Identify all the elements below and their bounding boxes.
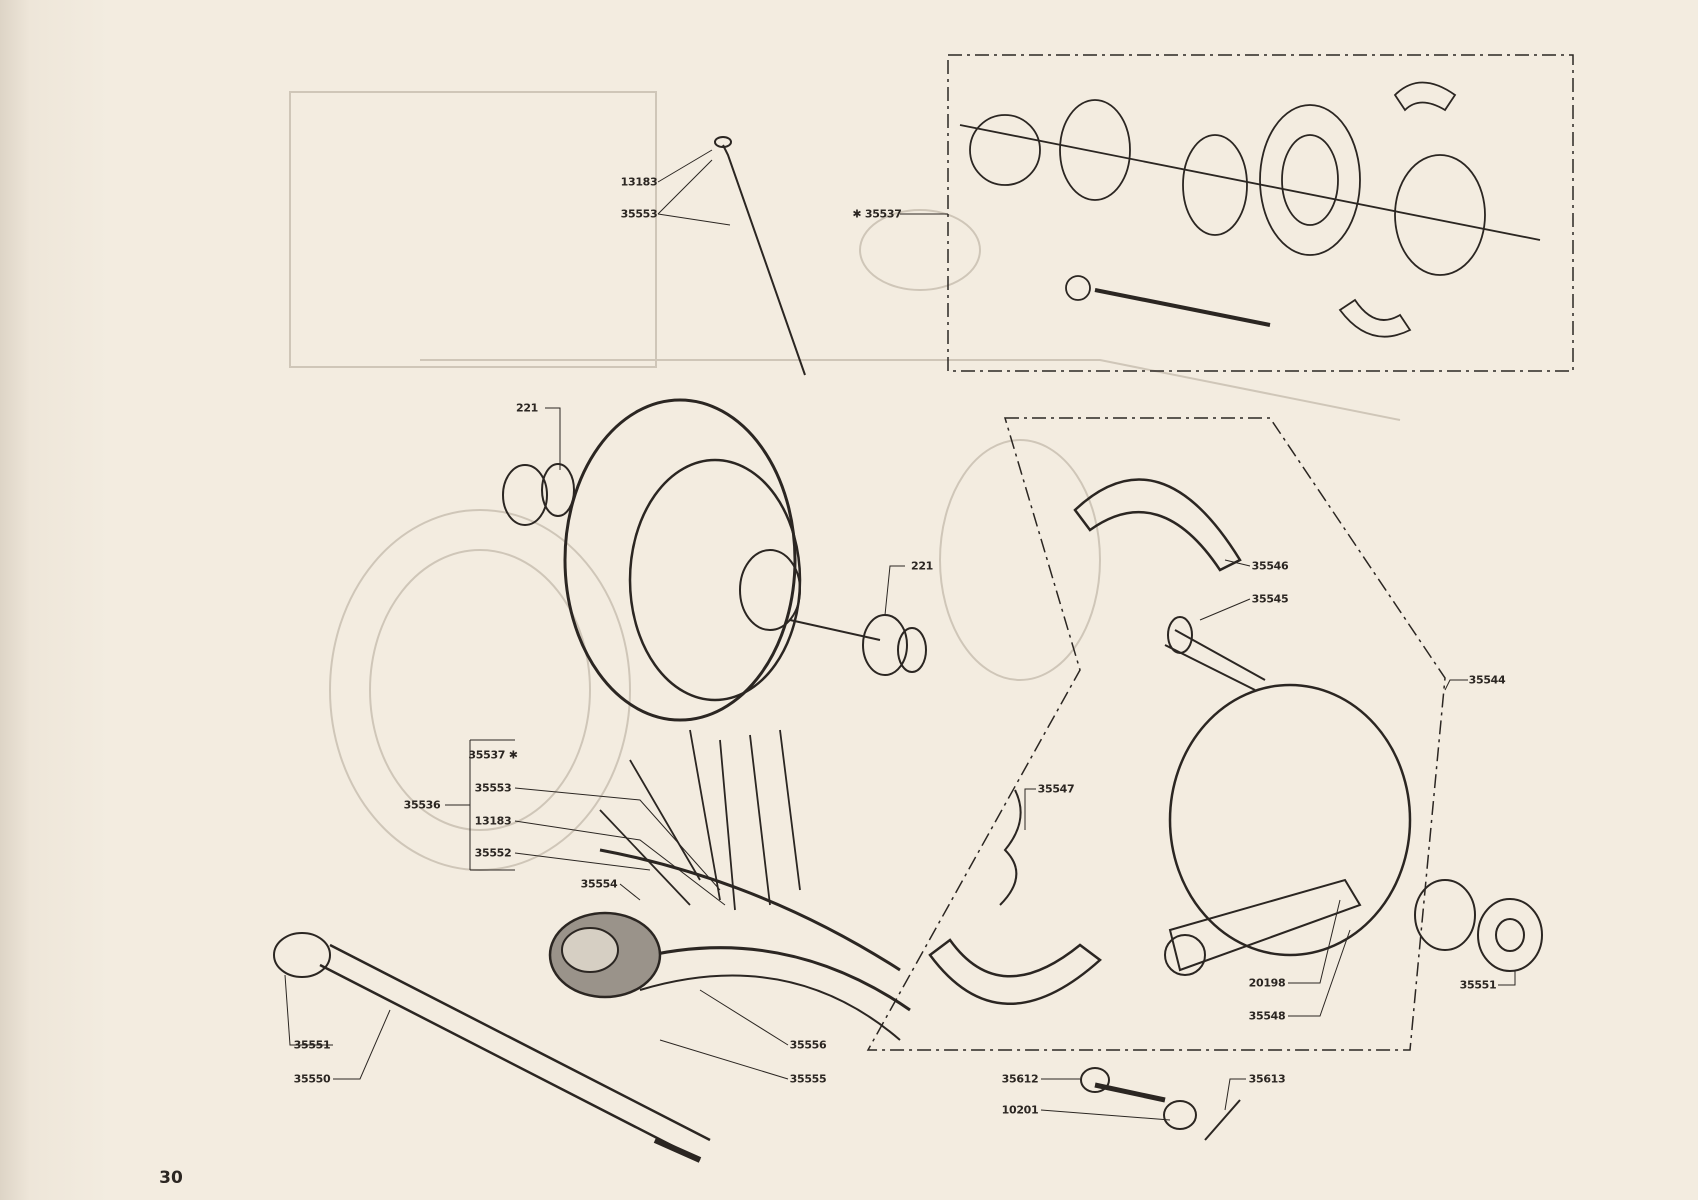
page-edge bbox=[0, 0, 110, 1200]
kit-callout-35552: 35552 bbox=[474, 846, 512, 860]
callout-35554: 35554 bbox=[580, 877, 618, 891]
callout-13183: 13183 bbox=[620, 175, 658, 189]
callout-35551-left: 35551 bbox=[293, 1038, 331, 1052]
inner-tube-drawing bbox=[548, 911, 662, 999]
callout-35555: 35555 bbox=[789, 1072, 827, 1086]
callout-35551-right: 35551 bbox=[1459, 978, 1497, 992]
kit-callout-13183: 13183 bbox=[474, 814, 512, 828]
callout-35548: 35548 bbox=[1248, 1009, 1286, 1023]
hub-assembly-parts bbox=[959, 81, 1541, 338]
callout-35546: 35546 bbox=[1251, 559, 1289, 573]
callout-20198: 20198 bbox=[1248, 976, 1286, 990]
callout-35612: 35612 bbox=[1001, 1072, 1039, 1086]
callout-35550: 35550 bbox=[293, 1072, 331, 1086]
callout-221-right: 221 bbox=[910, 559, 934, 573]
callout-10201: 10201 bbox=[1001, 1103, 1039, 1117]
kit-callout-35537: 35537 ✱ bbox=[468, 748, 518, 762]
callout-221-left: 221 bbox=[515, 401, 539, 415]
spoke-drawing bbox=[714, 136, 806, 376]
wheel-hub-drawing bbox=[502, 398, 927, 722]
callout-35547: 35547 bbox=[1037, 782, 1075, 796]
spindle-drawing bbox=[273, 932, 711, 1163]
callout-35553: 35553 bbox=[620, 207, 658, 221]
callout-35613: 35613 bbox=[1248, 1072, 1286, 1086]
kit-callout-35553: 35553 bbox=[474, 781, 512, 795]
ghost-background-drawing bbox=[289, 91, 1401, 871]
callout-35556: 35556 bbox=[789, 1038, 827, 1052]
callout-35536: 35536 bbox=[403, 798, 441, 812]
page-number: 30 bbox=[159, 1168, 183, 1188]
callout-35545: 35545 bbox=[1251, 592, 1289, 606]
spokes-and-rim-drawing bbox=[599, 729, 911, 1041]
leader-lines bbox=[284, 149, 1516, 1121]
hub-assembly-box bbox=[947, 54, 1574, 372]
brake-assembly-outline bbox=[866, 417, 1446, 1051]
brake-parts-drawing bbox=[928, 478, 1543, 1141]
callout-35537: ✱ 35537 bbox=[852, 207, 902, 221]
callout-35544: 35544 bbox=[1468, 673, 1506, 687]
